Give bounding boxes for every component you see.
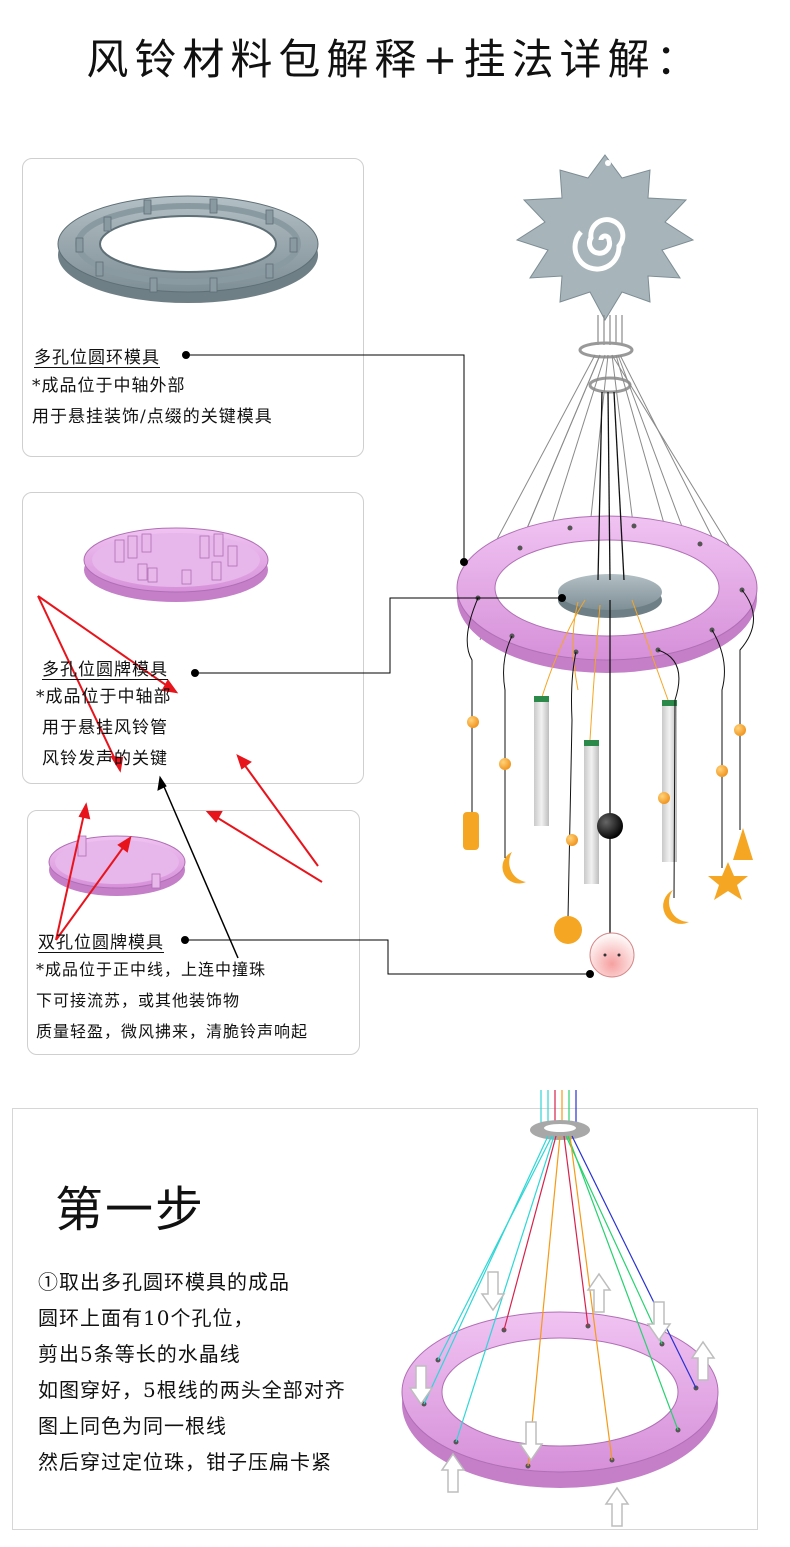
sun-hanger-icon [515, 154, 695, 322]
step-title: 第一步 [55, 1182, 206, 1238]
step-instructions: ①取出多孔圆环模具的成品 圆环上面有10个孔位， 剪出5条等长的水晶线 如图穿好… [38, 1264, 346, 1480]
multi-disc-line: 用于悬挂风铃管 [42, 718, 168, 738]
wind-chime-assembly [456, 154, 758, 978]
multi-disc-mold-image [83, 527, 269, 602]
ring-mold-label: 多孔位圆环模具 [34, 348, 160, 368]
double-disc-line: 下可接流苏，或其他装饰物 [36, 991, 241, 1010]
double-disc-description: *成品位于正中线，上连中撞珠 下可接流苏，或其他装饰物 质量轻盈，微风拂来，清脆… [36, 954, 308, 1047]
multi-disc-line: 风铃发声的关键 [42, 749, 168, 769]
ring-mold-line: *成品位于中轴外部 [32, 376, 186, 396]
ring-mold-image [57, 195, 319, 303]
multi-disc-description: *成品位于中轴部 用于悬挂风铃管 风铃发声的关键 [36, 682, 172, 775]
step-instruction-line: 图上同色为同一根线 [38, 1414, 227, 1438]
double-disc-line: 质量轻盈，微风拂来，清脆铃声响起 [36, 1022, 309, 1041]
ring-mold-line: 用于悬挂装饰/点缀的关键模具 [32, 407, 273, 427]
double-disc-line: *成品位于正中线，上连中撞珠 [36, 960, 267, 979]
multi-disc-line: *成品位于中轴部 [36, 687, 172, 707]
page-title: 风铃材料包解释+挂法详解： [86, 35, 704, 84]
step-instruction-line: 剪出5条等长的水晶线 [38, 1342, 241, 1366]
double-disc-label: 双孔位圆牌模具 [38, 933, 164, 953]
step1-diagram [401, 1090, 719, 1527]
callout-lines [157, 351, 594, 978]
step-instruction-line: 然后穿过定位珠，钳子压扁卡紧 [38, 1450, 332, 1474]
red-arrows [37, 595, 323, 941]
multi-disc-label: 多孔位圆牌模具 [42, 660, 168, 680]
step-instruction-line: 如图穿好，5根线的两头全部对齐 [38, 1378, 346, 1402]
double-disc-mold-image [48, 835, 186, 896]
ring-mold-description: *成品位于中轴外部 用于悬挂装饰/点缀的关键模具 [32, 371, 273, 433]
step-instruction-line: ①取出多孔圆环模具的成品 [38, 1270, 290, 1294]
step-instruction-line: 圆环上面有10个孔位， [38, 1306, 255, 1330]
